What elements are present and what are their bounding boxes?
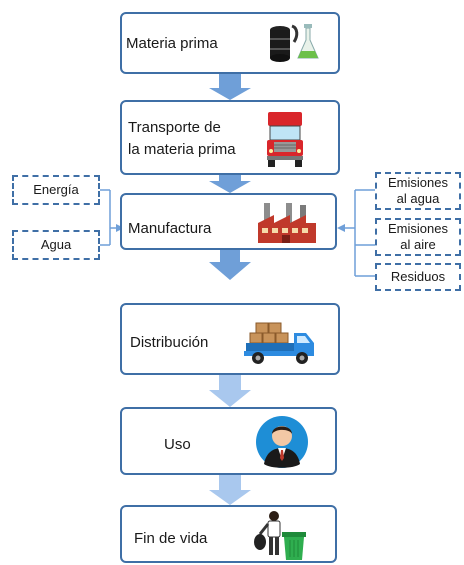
input-agua: Agua	[12, 230, 100, 260]
output-emisiones-agua: Emisiones al agua	[375, 172, 461, 210]
flow-arrow-3	[209, 250, 251, 280]
stage-uso: Uso	[120, 407, 337, 475]
factory-icon	[258, 203, 316, 243]
inputs-bracket	[100, 189, 118, 246]
output-label-line1: Emisiones	[388, 175, 448, 190]
output-label-line2: al agua	[396, 191, 440, 206]
stage-transporte: Transporte de la materia prima	[120, 100, 340, 175]
truck-icon	[267, 112, 303, 167]
stage-fin-de-vida: Fin de vida	[120, 505, 337, 563]
input-label: Energía	[33, 182, 79, 197]
output-emisiones-aire: Emisiones al aire	[375, 218, 461, 256]
stage-distribucion: Distribución	[120, 303, 340, 375]
flow-arrow-2	[209, 175, 251, 193]
flow-arrow-4	[209, 375, 251, 407]
person-with-trash-bin-icon	[254, 511, 306, 560]
stage-label: Uso	[164, 436, 191, 453]
input-label: Agua	[40, 237, 72, 252]
stage-label: Distribución	[130, 334, 209, 351]
output-label: Residuos	[390, 269, 446, 284]
stage-label-line1: Transporte de	[128, 119, 221, 136]
output-label-line2: al aire	[400, 237, 436, 252]
outputs-arrowhead	[337, 224, 345, 232]
input-energia: Energía	[12, 175, 100, 205]
person-avatar-icon	[256, 416, 308, 468]
oil-barrel-and-flask-icon	[270, 24, 319, 62]
stage-label-line2: la materia prima	[128, 141, 236, 158]
output-label-line1: Emisiones	[388, 221, 448, 236]
stage-label: Fin de vida	[134, 530, 208, 547]
outputs-bracket	[345, 189, 375, 277]
stage-label: Materia prima	[126, 35, 218, 52]
stage-materia-prima: Materia prima	[120, 12, 340, 74]
stage-manufactura: Manufactura	[120, 193, 337, 250]
delivery-truck-with-boxes-icon	[244, 322, 314, 364]
output-residuos: Residuos	[375, 263, 461, 291]
flow-arrow-1	[209, 74, 251, 100]
flow-arrow-5	[209, 475, 251, 505]
stage-label: Manufactura	[128, 220, 212, 237]
